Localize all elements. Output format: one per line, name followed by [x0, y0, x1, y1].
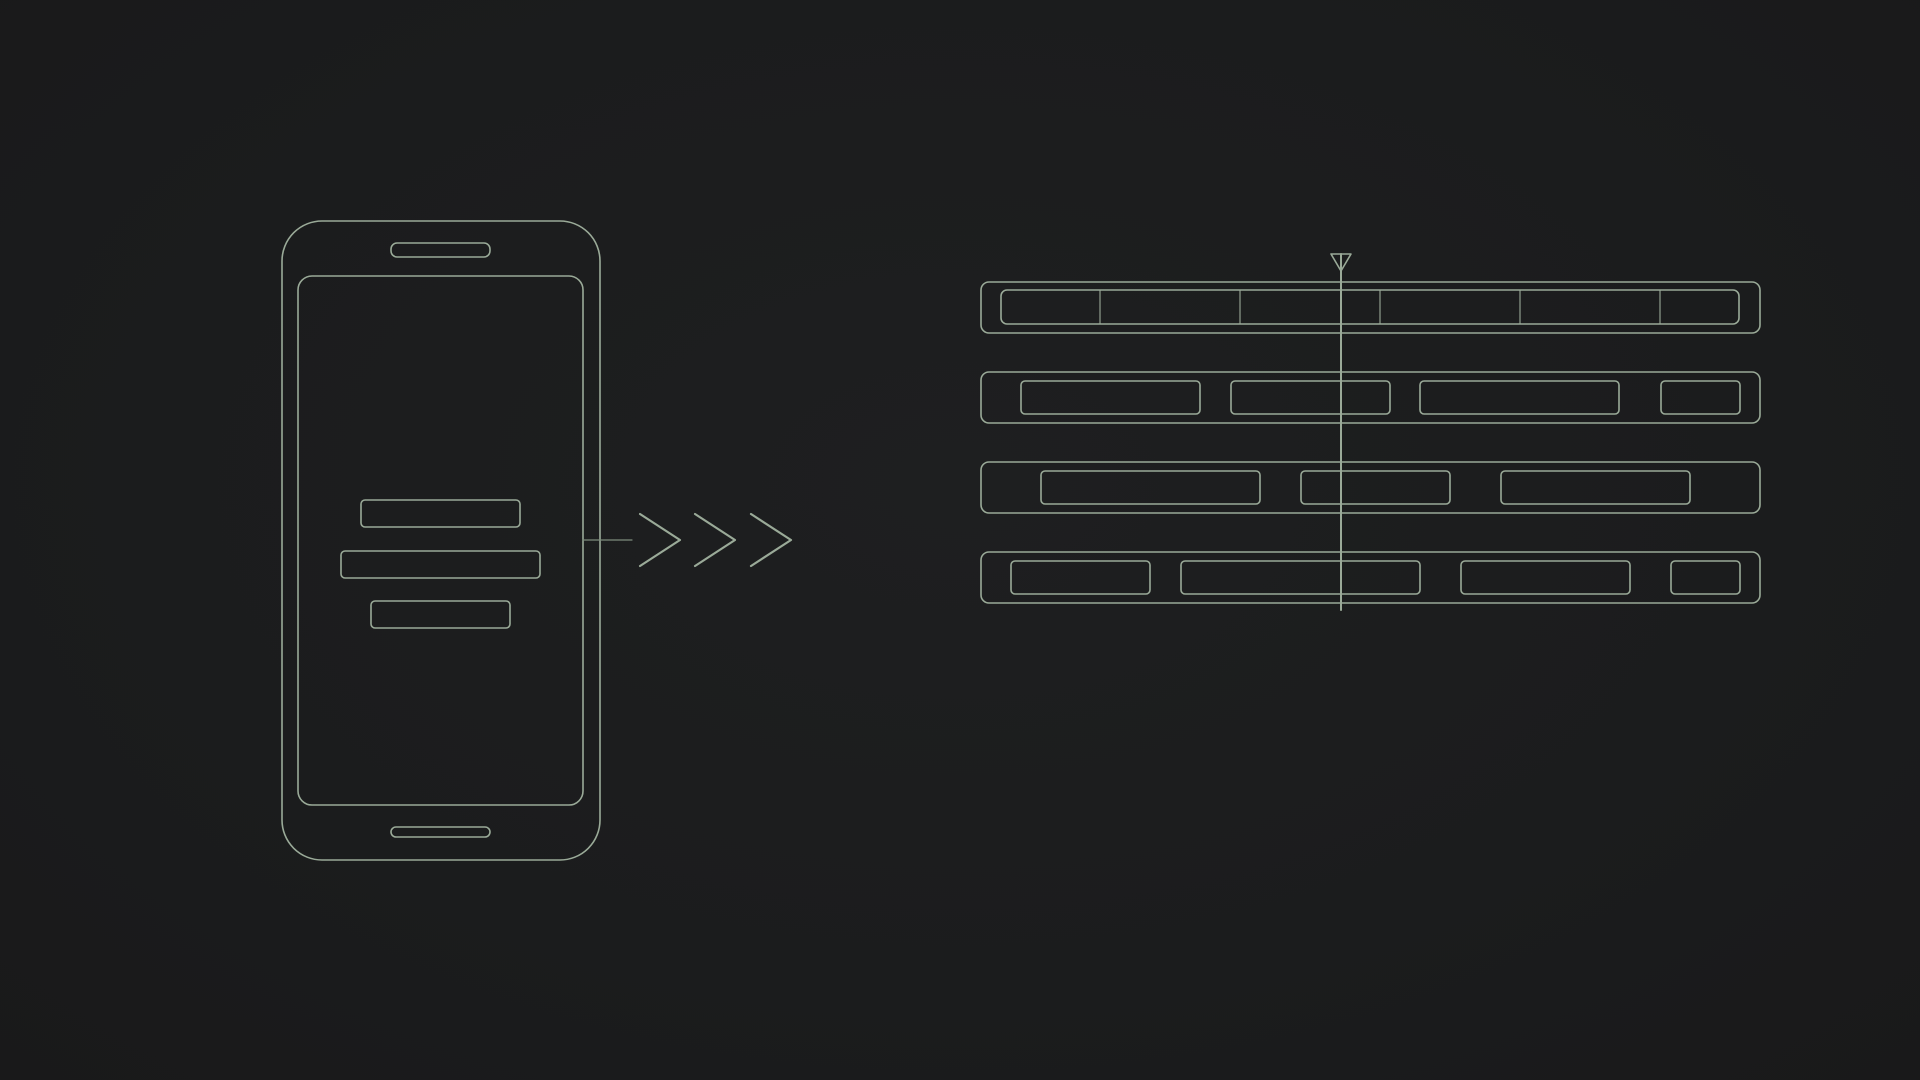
chevron-right-icon [638, 512, 682, 568]
ruler-bar [1000, 289, 1740, 325]
track-clip [1460, 560, 1631, 595]
timeline [980, 253, 1761, 611]
phone-speaker [390, 242, 491, 258]
screen-bar-bottom [370, 600, 511, 629]
track-clip [1300, 470, 1451, 505]
track-clip [1660, 380, 1741, 415]
track-clip [1500, 470, 1691, 505]
track-frame [980, 461, 1761, 514]
phone-screen [297, 275, 584, 806]
chevron-right-icon [749, 512, 793, 568]
track-clip [1670, 560, 1741, 595]
phone-body [281, 220, 601, 861]
triple-chevron-right-icon [638, 512, 793, 568]
track-frame [980, 551, 1761, 604]
track-clip [1010, 560, 1151, 595]
playhead-marker-icon[interactable] [1330, 253, 1352, 611]
screen-bar-top [360, 499, 521, 528]
track-clip [1040, 470, 1261, 505]
track-clip [1230, 380, 1391, 415]
timeline-track [980, 371, 1761, 424]
track-clip [1419, 380, 1620, 415]
screen-bar-middle [340, 550, 541, 579]
phone-home-bar [390, 826, 491, 838]
track-frame [980, 281, 1761, 334]
timeline-track-ruler [980, 281, 1761, 334]
smartphone-outline-icon [281, 220, 601, 861]
track-clip [1180, 560, 1421, 595]
timeline-track [980, 551, 1761, 604]
track-clip [1020, 380, 1201, 415]
chevron-right-icon [693, 512, 737, 568]
track-frame [980, 371, 1761, 424]
phone-screen-content [340, 499, 541, 629]
timeline-track [980, 461, 1761, 514]
